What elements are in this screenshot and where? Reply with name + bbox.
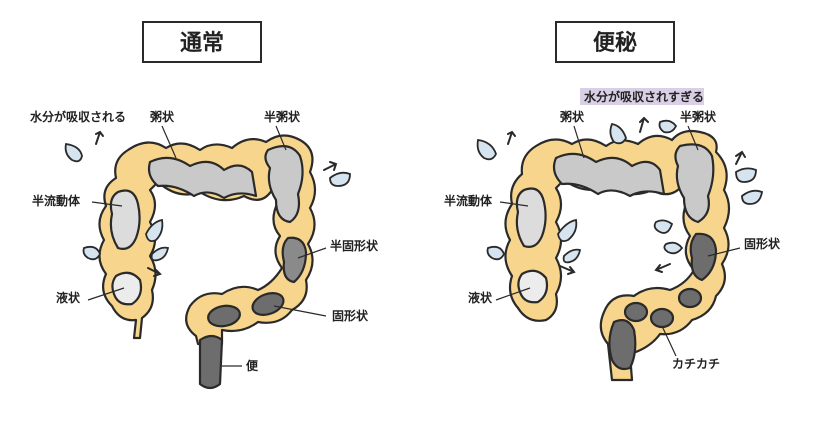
arrow-icon xyxy=(654,263,671,273)
constipation-content-hard-1 xyxy=(677,287,703,309)
constipation-content-solid xyxy=(689,232,718,282)
constipation-panel: 便秘 xyxy=(444,21,781,382)
label-water-absorbed: 水分が吸収される xyxy=(30,109,126,124)
water-drop-icon xyxy=(562,248,582,264)
label-semi-solid: 半固形状 xyxy=(330,238,379,253)
leader-line xyxy=(499,201,529,207)
constipation-content-hard-3 xyxy=(623,301,649,323)
label-solid: 固形状 xyxy=(332,308,369,323)
water-drop-icon xyxy=(64,142,83,163)
label-water-absorbed-too-much: 水分が吸収されすぎる xyxy=(584,89,704,104)
normal-title: 通常 xyxy=(180,30,224,56)
water-drop-icon xyxy=(741,189,764,205)
constipation-content-gruel xyxy=(552,152,666,198)
label-stool: 便 xyxy=(246,358,259,373)
normal-colon xyxy=(98,134,317,390)
normal-arrows xyxy=(95,130,338,277)
water-drop-icon xyxy=(150,246,170,262)
normal-content-solid-2 xyxy=(207,304,241,328)
arrow-icon xyxy=(323,161,338,171)
normal-water-drops xyxy=(64,142,351,262)
leader-line xyxy=(91,201,123,207)
water-drop-icon xyxy=(653,219,674,234)
water-drop-icon xyxy=(557,218,578,243)
normal-content-semi-solid xyxy=(281,236,308,284)
label-hard: カチカチ xyxy=(672,357,720,371)
water-drop-icon xyxy=(486,245,505,261)
normal-content-semi-gruel xyxy=(264,145,304,224)
label-gruel: 粥状 xyxy=(560,109,585,124)
constipation-arrows xyxy=(507,116,746,275)
constipation-title-box xyxy=(555,21,675,63)
too-much-water-highlight xyxy=(580,88,704,105)
constipation-colon xyxy=(504,129,731,382)
label-liquid: 液状 xyxy=(56,290,81,305)
normal-content-stool xyxy=(198,334,224,390)
normal-leader-lines xyxy=(87,125,327,367)
arrow-icon xyxy=(507,130,516,145)
leader-line xyxy=(87,287,125,301)
leader-line xyxy=(273,305,327,317)
leader-line xyxy=(687,125,699,151)
constipation-water-drops xyxy=(476,119,764,264)
label-semi-gruel: 半粥状 xyxy=(264,109,301,124)
water-drop-icon xyxy=(663,241,684,255)
normal-colon-outline xyxy=(98,134,317,346)
arrow-icon xyxy=(639,116,649,133)
arrow-icon xyxy=(559,265,576,275)
constipation-content-hard-2 xyxy=(649,307,675,329)
water-drop-icon xyxy=(329,171,351,187)
label-solid: 固形状 xyxy=(744,236,781,251)
normal-panel: 通常 xyxy=(30,21,379,390)
arrow-icon xyxy=(95,130,104,145)
label-gruel: 粥状 xyxy=(150,109,175,124)
constipation-content-hard-4 xyxy=(608,319,637,371)
normal-content-solid-1 xyxy=(251,292,285,316)
water-drop-icon xyxy=(82,245,101,261)
label-liquid: 液状 xyxy=(468,290,493,305)
normal-content-gruel xyxy=(147,156,258,200)
leader-line xyxy=(161,125,177,159)
leader-line xyxy=(661,325,677,357)
water-drop-icon xyxy=(476,138,497,161)
water-drop-icon xyxy=(658,119,678,134)
label-semi-fluid: 半流動体 xyxy=(32,193,81,208)
water-drop-icon xyxy=(609,122,627,145)
label-semi-gruel: 半粥状 xyxy=(680,109,717,124)
normal-title-box xyxy=(142,21,262,63)
water-drop-icon xyxy=(145,218,164,243)
constipation-title: 便秘 xyxy=(593,30,637,56)
leader-line xyxy=(297,247,327,259)
leader-line xyxy=(707,247,741,257)
leader-line xyxy=(495,287,531,301)
constipation-content-semi-fluid xyxy=(515,187,547,248)
leader-line xyxy=(573,125,585,159)
arrow-icon xyxy=(147,267,162,277)
leader-line xyxy=(275,125,287,151)
constipation-content-liquid xyxy=(517,269,549,304)
normal-content-semi-fluid xyxy=(109,189,141,250)
water-drop-icon xyxy=(735,167,757,183)
normal-content-liquid xyxy=(111,271,143,306)
arrow-icon xyxy=(735,150,746,165)
constipation-leader-lines xyxy=(495,125,741,357)
label-semi-fluid: 半流動体 xyxy=(444,193,493,208)
constipation-content-semi-gruel xyxy=(674,143,715,224)
